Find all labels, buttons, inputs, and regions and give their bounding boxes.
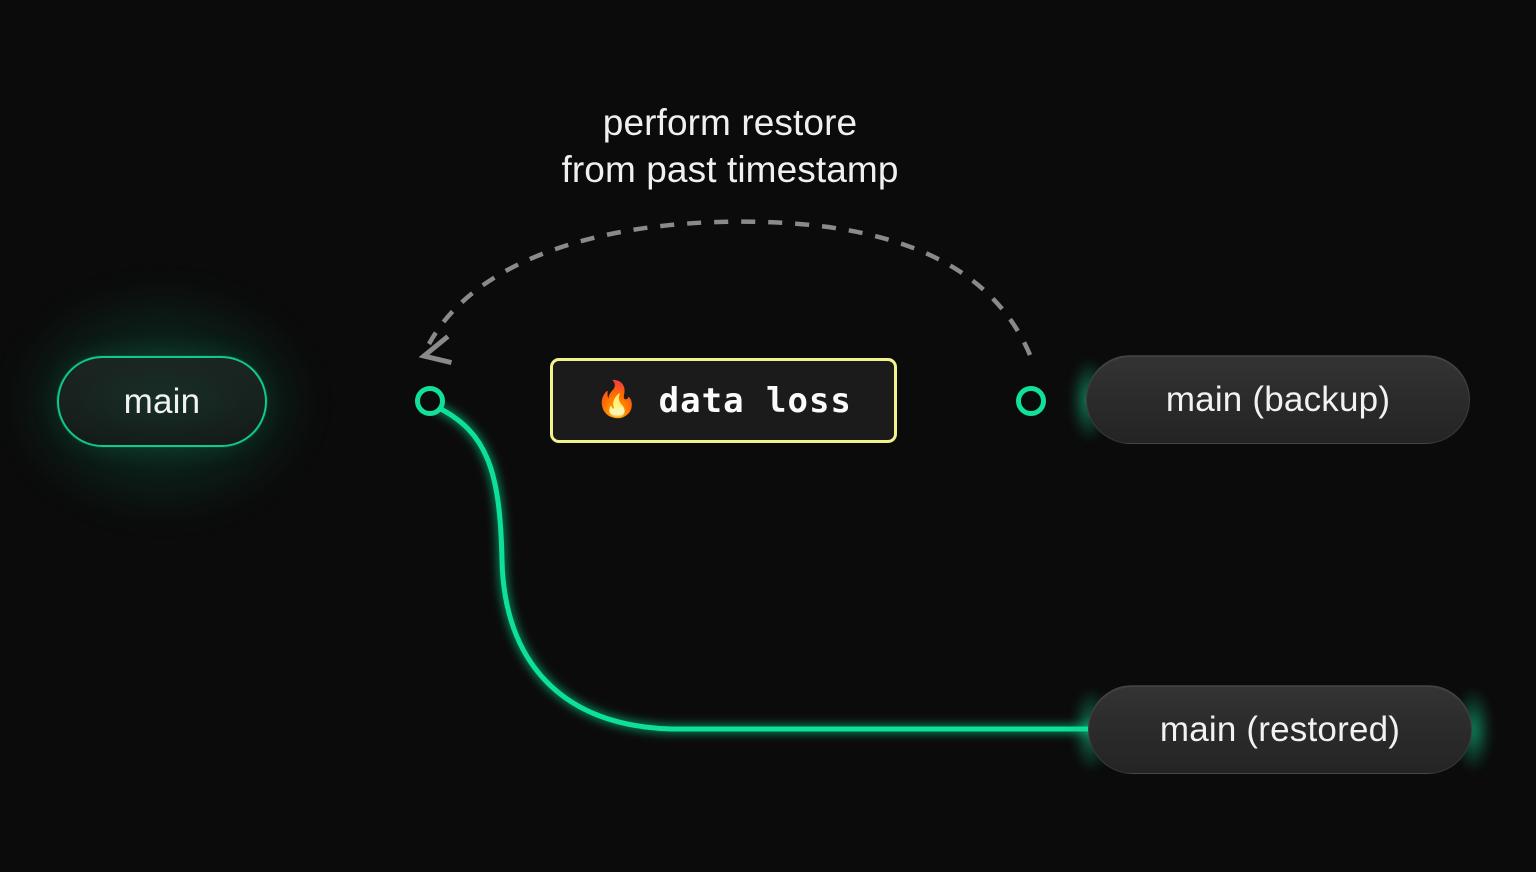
- data-loss-badge[interactable]: 🔥 data loss: [550, 358, 897, 443]
- restore-arrowhead-icon: [418, 334, 453, 366]
- backup-node[interactable]: [1016, 386, 1046, 416]
- restore-branch-wire: [434, 404, 1103, 732]
- node-main-label: main: [123, 381, 201, 421]
- restore-arc-path: [427, 219, 1033, 356]
- node-main-backup-label: main (backup): [1165, 379, 1391, 419]
- data-loss-label: data loss: [658, 380, 852, 421]
- branch-node[interactable]: [415, 386, 445, 416]
- node-main[interactable]: main: [57, 356, 267, 447]
- node-main-restored[interactable]: main (restored): [1088, 685, 1472, 774]
- fire-emoji: 🔥: [595, 380, 639, 419]
- restore-annotation-label: perform restore from past timestamp: [561, 102, 899, 190]
- node-main-restored-label: main (restored): [1159, 709, 1401, 749]
- node-main-backup[interactable]: main (backup): [1086, 355, 1470, 444]
